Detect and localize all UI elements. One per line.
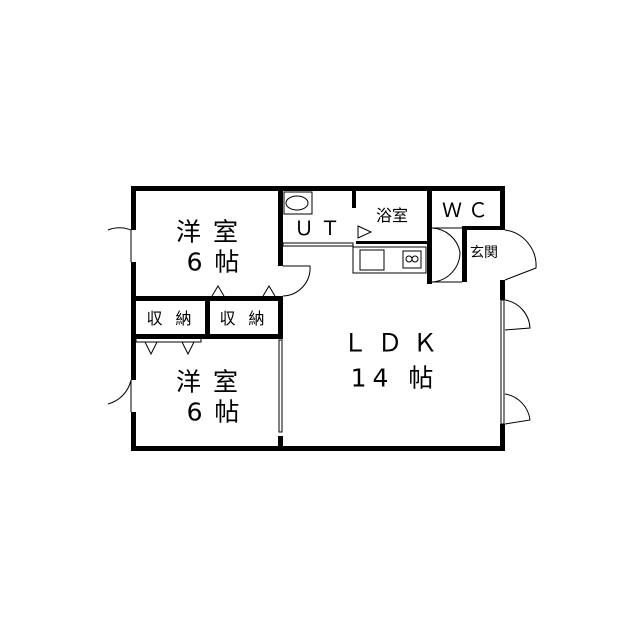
entrance-inner-door	[431, 227, 462, 283]
wall-bottom	[131, 446, 505, 451]
walls	[131, 186, 505, 451]
fixtures	[107, 190, 537, 433]
wall-bath-wc	[427, 186, 432, 284]
wall-storage-divider	[205, 296, 210, 338]
storage-1-name: 収 納	[146, 309, 196, 328]
ut-sliding-door	[282, 242, 354, 247]
room1-name: 洋 室	[176, 217, 240, 247]
window-room2	[107, 379, 132, 412]
wall-top	[131, 186, 505, 191]
sink-icon	[359, 249, 385, 271]
stove-icon	[402, 250, 422, 269]
entrance-door	[504, 229, 537, 281]
wall-ut-bath	[352, 186, 356, 208]
wall-room1-ldk	[278, 186, 283, 266]
room2-size: 6 帖	[186, 397, 242, 427]
ldk-name: ＬＤＫ	[342, 328, 448, 358]
toilet-name: ＷＣ	[442, 198, 494, 222]
entrance-name: 玄関	[470, 245, 498, 261]
storage-2-name: 収 納	[219, 309, 269, 328]
storage-door-arrows	[144, 341, 195, 356]
wall-right	[500, 186, 505, 230]
room2-name: 洋 室	[176, 367, 240, 397]
ldk-size: 14 帖	[350, 363, 440, 393]
door-room1	[282, 265, 311, 297]
utility-name: ＵＴ	[294, 216, 346, 240]
room1-size: 6 帖	[186, 247, 242, 277]
wall-left	[131, 186, 136, 230]
washbasin-icon	[285, 195, 309, 211]
window-room1	[107, 227, 132, 262]
room2-sliding-door	[278, 339, 283, 433]
ldk-windows	[504, 299, 531, 425]
wall-entrance	[462, 228, 467, 282]
bathroom-name: 浴室	[375, 206, 409, 225]
kitchen-counter	[352, 246, 427, 274]
bath-door-arrow	[357, 225, 373, 239]
